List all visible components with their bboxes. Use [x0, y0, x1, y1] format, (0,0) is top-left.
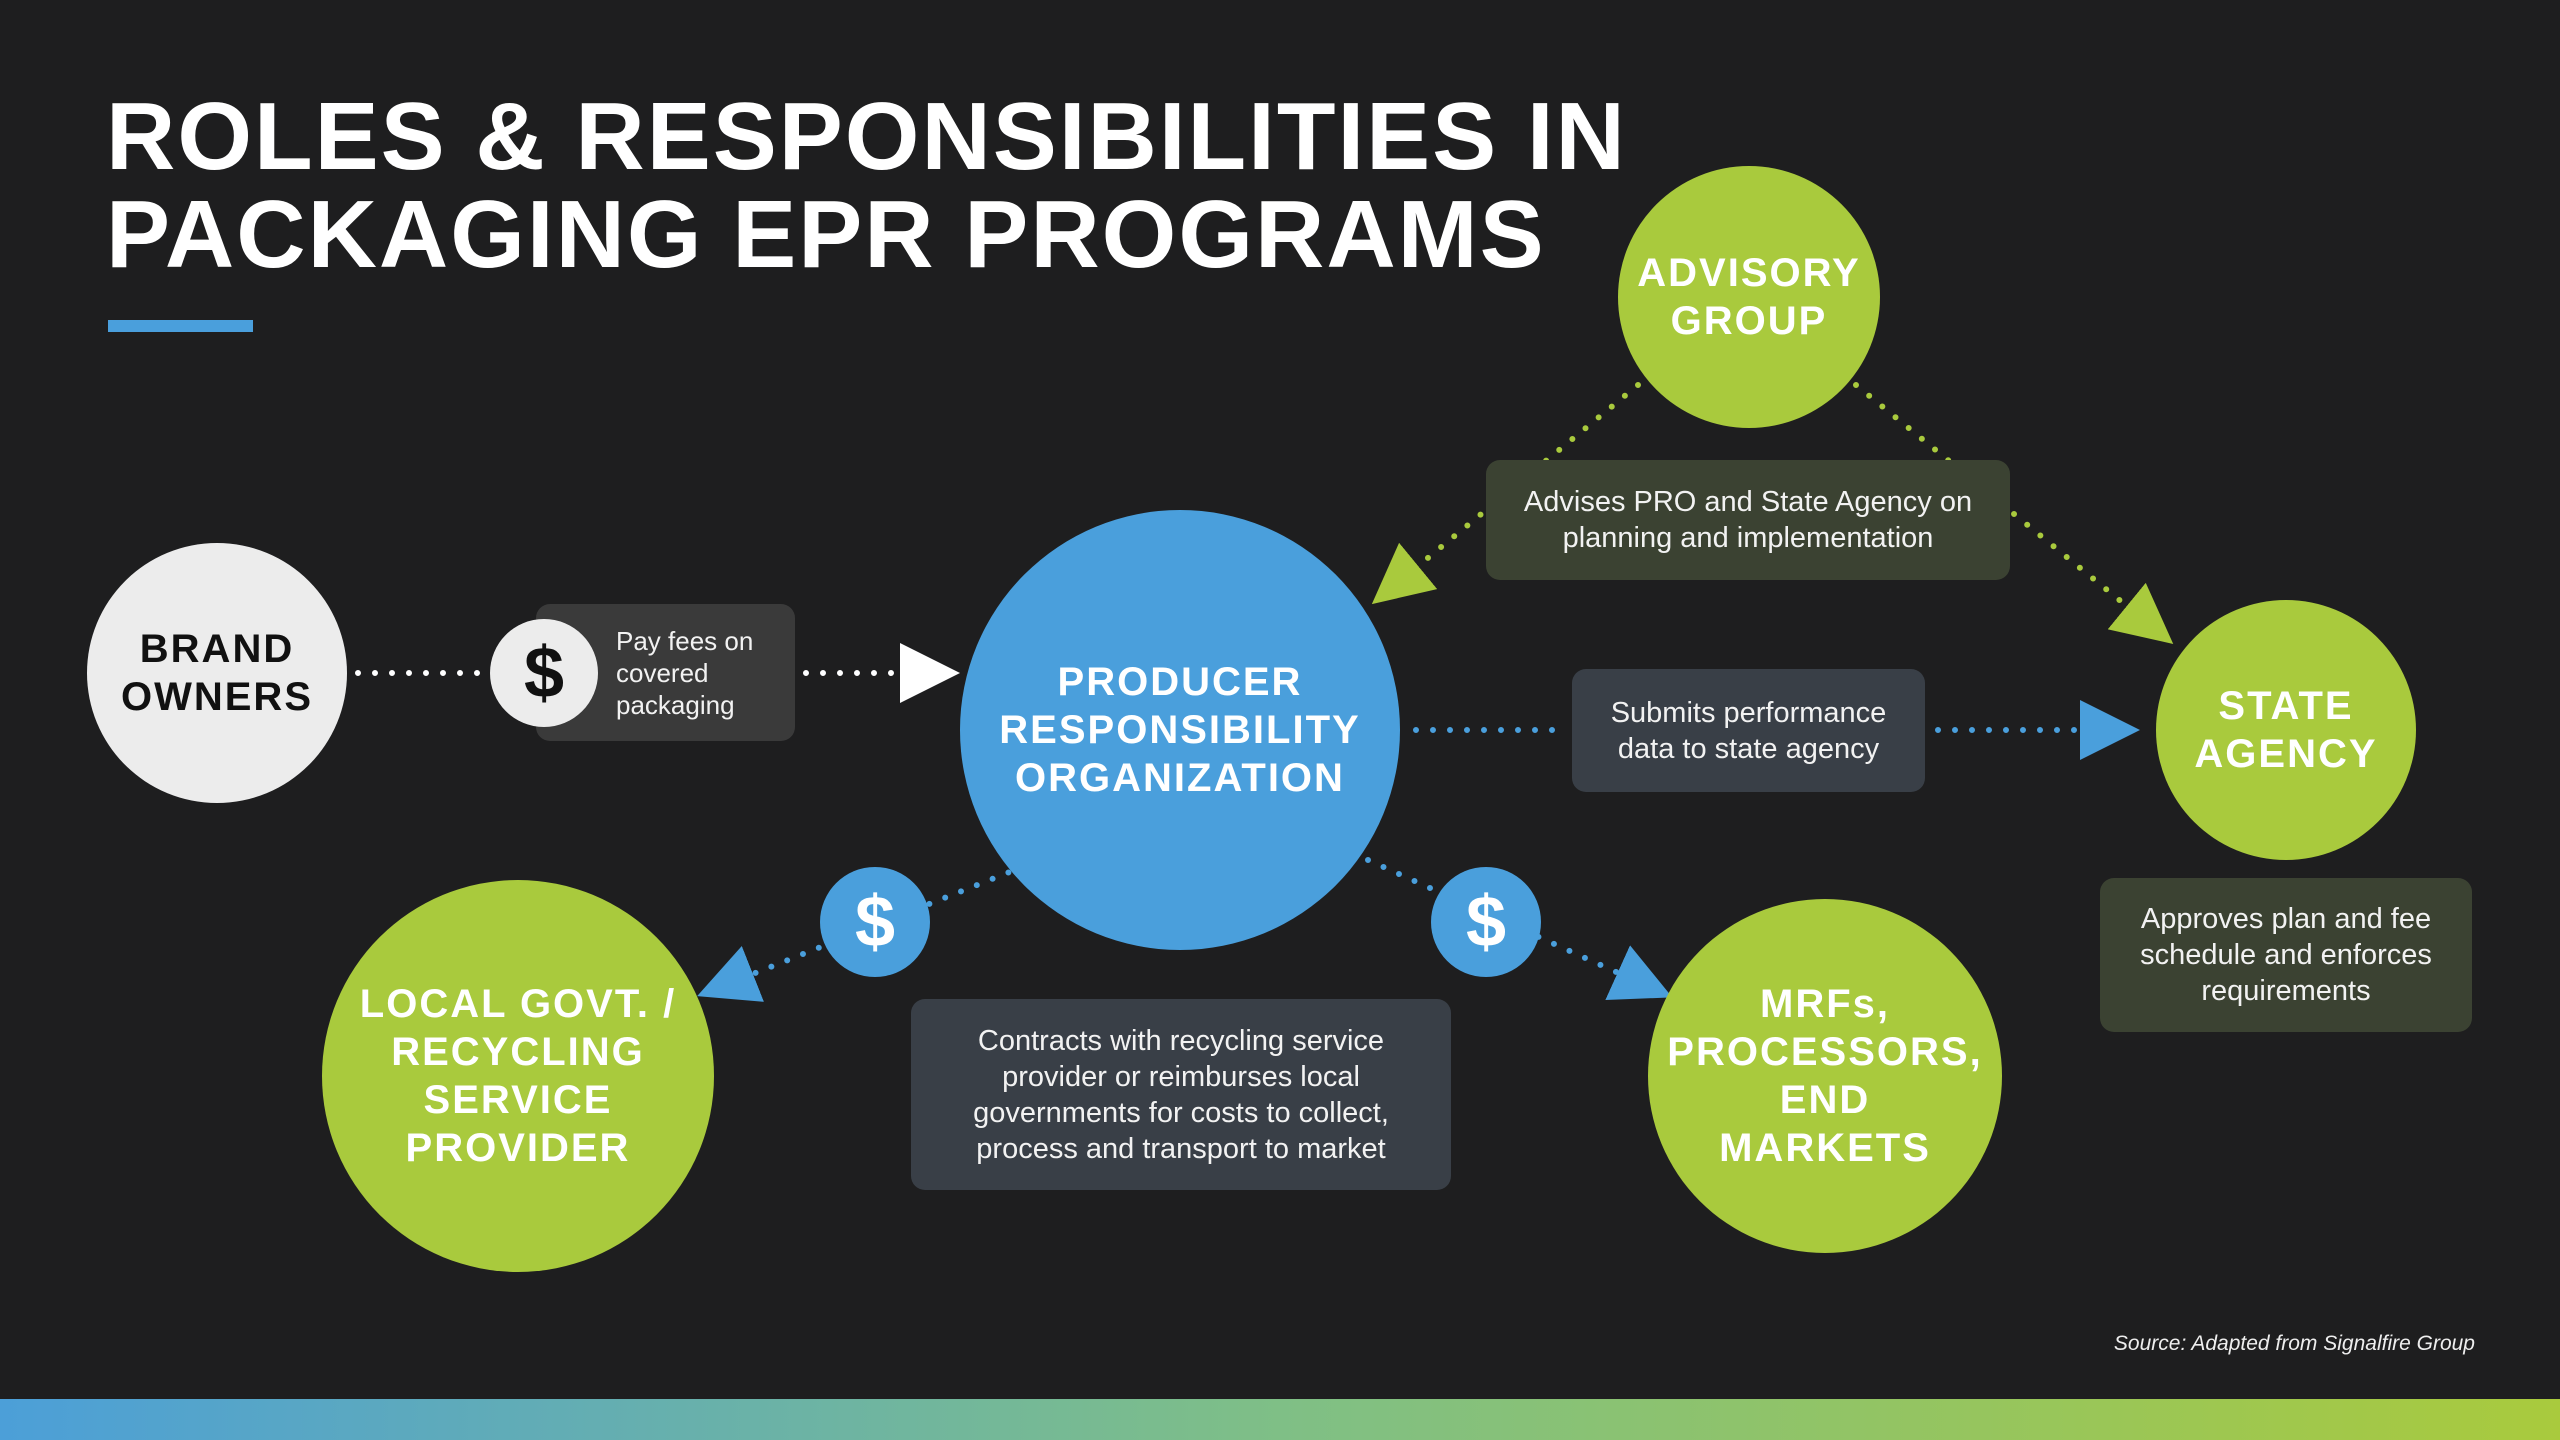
node-label: PRODUCER: [1057, 660, 1303, 704]
dollar-icon: $: [1431, 867, 1541, 977]
node-label: ADVISORY: [1637, 251, 1861, 295]
node-label: BRAND: [139, 627, 295, 671]
label-text: Contracts with recycling service: [977, 1024, 1385, 1057]
dollar-icon: $: [490, 619, 598, 727]
node-label: END: [1779, 1078, 1871, 1122]
node-label: OWNERS: [121, 675, 313, 719]
node-label: LOCAL GOVT. /: [359, 982, 677, 1026]
arrow-advisory-to-pro: [1371, 382, 1641, 605]
label-text: Pay fees on: [616, 625, 754, 656]
node-label: SERVICE: [423, 1078, 613, 1122]
approves-label: Approves plan and fee schedule and enforc…: [2100, 878, 2472, 1032]
label-text: process and transport to market: [976, 1132, 1386, 1165]
label-text: governments for costs to collect,: [973, 1096, 1389, 1129]
label-text: planning and implementation: [1562, 522, 1934, 554]
advises-label: Advises PRO and State Agency on planning …: [1486, 460, 2010, 580]
node-label: AGENCY: [2194, 732, 2378, 776]
node-label: PROVIDER: [405, 1126, 631, 1170]
label-text: covered: [616, 657, 709, 688]
node-label: GROUP: [1670, 299, 1828, 343]
source-note: Source: Adapted from Signalfire Group: [2113, 1332, 2475, 1355]
label-text: requirements: [2201, 975, 2371, 1007]
title-line-2: PACKAGING EPR PROGRAMS: [106, 181, 1546, 288]
title-underline: [108, 320, 253, 332]
label-text: provider or reimburses local: [1002, 1060, 1360, 1093]
node-label: MARKETS: [1719, 1126, 1931, 1170]
label-text: data to state agency: [1617, 732, 1880, 765]
dollar-icon: $: [820, 867, 930, 977]
label-text: Submits performance: [1610, 696, 1887, 729]
node-label: MRFs,: [1760, 982, 1890, 1026]
label-text: schedule and enforces: [2140, 939, 2432, 971]
node-label: RECYCLING: [391, 1030, 645, 1074]
node-label: STATE: [2218, 684, 2354, 728]
label-text: Approves plan and fee: [2140, 903, 2432, 935]
label-text: Advises PRO and State Agency on: [1523, 486, 1973, 518]
node-label: PROCESSORS,: [1667, 1030, 1983, 1074]
node-label: RESPONSIBILITY: [999, 708, 1361, 752]
node-label: ORGANIZATION: [1015, 756, 1345, 800]
bottom-gradient-band: [0, 1399, 2560, 1440]
label-text: packaging: [616, 689, 735, 720]
page-title: ROLES & RESPONSIBILITIES IN PACKAGING EP…: [106, 88, 1627, 284]
title-line-1: ROLES & RESPONSIBILITIES IN: [106, 83, 1627, 190]
